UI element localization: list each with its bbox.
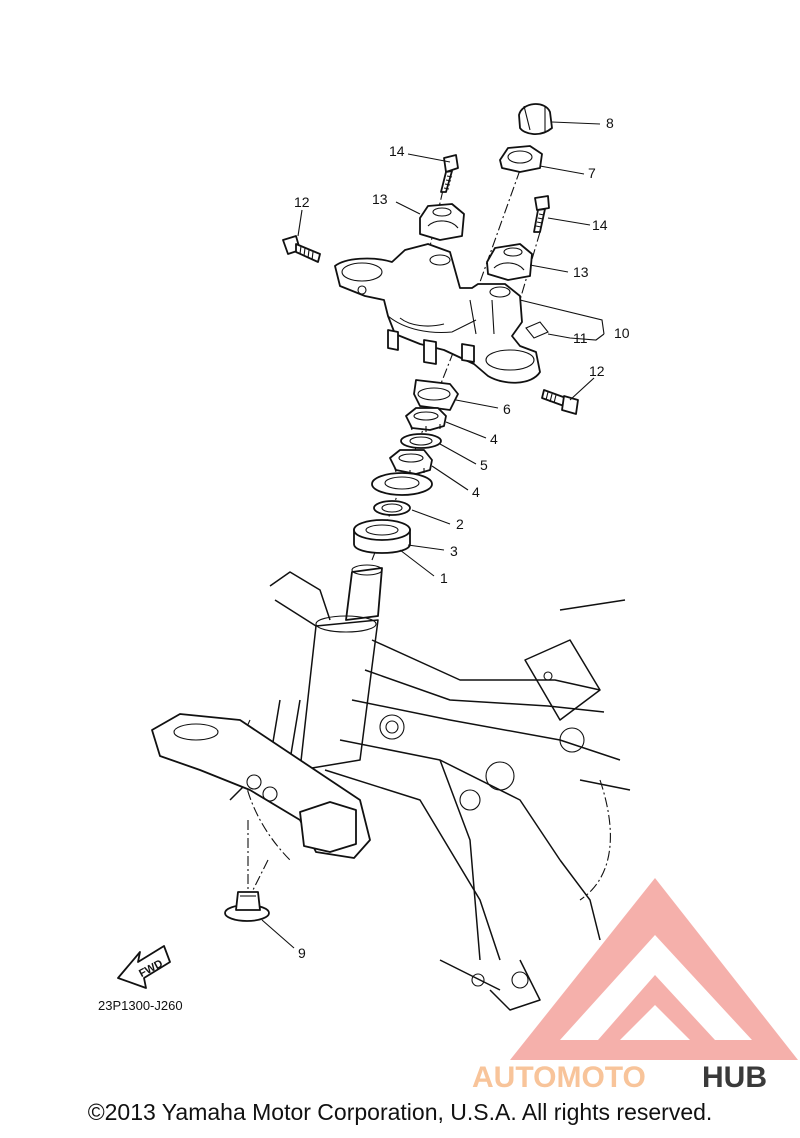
callout-7: 7 (588, 165, 596, 181)
callout-8: 8 (606, 115, 614, 131)
ring-nut-4-lower (389, 449, 433, 476)
watermark-logo: AUTOMOTO HUB (472, 878, 798, 1094)
copyright-notice: ©2013 Yamaha Motor Corporation, U.S.A. A… (87, 1099, 713, 1125)
bearing-3-1 (353, 519, 411, 554)
handlebar-holder-13-right (486, 243, 533, 281)
bearing-cover (371, 472, 433, 496)
collar-9 (224, 891, 270, 922)
steering-nut-7 (499, 145, 543, 173)
forward-arrow: FWD (117, 945, 171, 989)
callout-6: 6 (503, 401, 511, 417)
watermark-text-2: HUB (702, 1061, 767, 1094)
handlebar-holder-13-left (419, 203, 465, 241)
bolt-14-left (440, 154, 459, 193)
callout-4-lower: 4 (472, 484, 480, 500)
seal-2 (373, 500, 411, 516)
callout-1: 1 (440, 570, 448, 586)
callout-13-left: 13 (372, 191, 388, 207)
plate-11 (525, 321, 549, 339)
spacer-6 (413, 379, 459, 411)
callout-14-left: 14 (389, 143, 405, 159)
cap-nut-8 (518, 103, 553, 135)
callout-9: 9 (298, 945, 306, 961)
callout-12-lower: 12 (589, 363, 605, 379)
washer-5 (400, 433, 442, 449)
pinch-bolt-12-upper (282, 235, 321, 263)
callout-numbers: 8 7 14 14 13 13 12 12 10 11 6 4 5 4 2 3 … (294, 115, 630, 961)
callout-12-upper: 12 (294, 194, 310, 210)
motorcycle-frame (229, 564, 631, 1011)
callout-4-upper: 4 (490, 431, 498, 447)
callout-5: 5 (480, 457, 488, 473)
callout-10: 10 (614, 325, 630, 341)
leader-lines (261, 121, 605, 949)
lower-bracket (151, 713, 371, 859)
ring-nut-4-upper (405, 407, 447, 432)
pinch-bolt-12-lower (541, 389, 579, 415)
upper-bracket-10 (334, 243, 541, 384)
bolt-14-right (533, 195, 550, 233)
callout-11: 11 (573, 330, 588, 346)
diagram-code: 23P1300-J260 (98, 998, 183, 1013)
callout-14-right: 14 (592, 217, 608, 233)
callout-13-right: 13 (573, 264, 589, 280)
callout-3: 3 (450, 543, 458, 559)
watermark-text-1: AUTOMOTO (472, 1061, 646, 1094)
callout-2: 2 (456, 516, 464, 532)
